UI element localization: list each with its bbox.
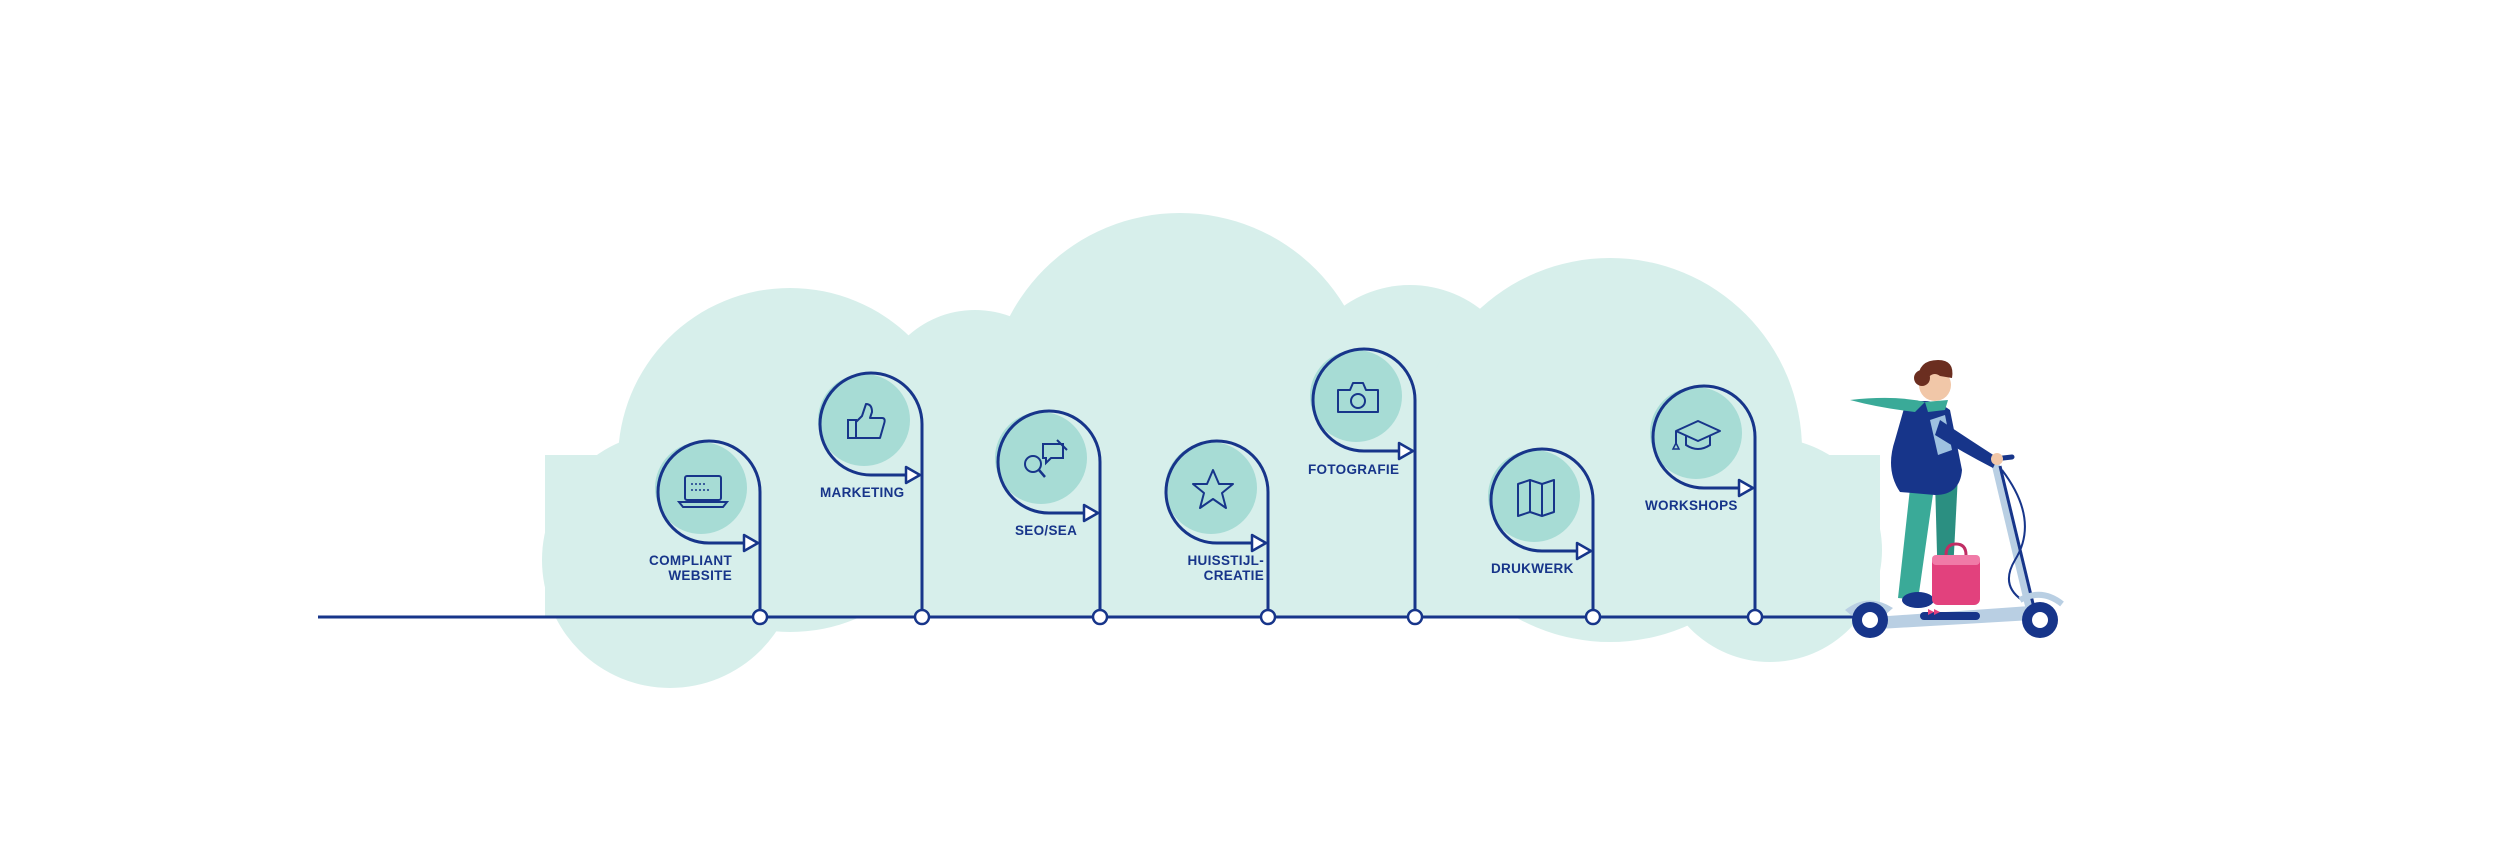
step-label-line: WORKSHOPS	[1645, 498, 1738, 513]
step-pin-outline	[818, 371, 924, 609]
step-label-drukwerk: DRUKWERK	[1491, 561, 1574, 576]
step-arrow-icon	[904, 465, 922, 485]
step-fotografie	[1310, 347, 1424, 626]
scooter-rider-illustration	[1845, 360, 2064, 638]
timeline-node	[1406, 608, 1424, 626]
step-workshops	[1650, 384, 1764, 626]
step-icon-background	[1165, 442, 1257, 534]
step-icon-background	[1650, 387, 1742, 479]
step-icon-background	[818, 374, 910, 466]
timeline-node	[1091, 608, 1109, 626]
star-icon	[1192, 469, 1234, 509]
step-label-line: COMPLIANT	[649, 553, 732, 568]
thumbs-up-icon	[847, 403, 886, 439]
step-icon-background	[655, 442, 747, 534]
step-arrow-icon	[1082, 503, 1100, 523]
step-label-marketing: MARKETING	[820, 485, 904, 500]
step-icon-background	[995, 412, 1087, 504]
step-label-line: HUISSTIJL-	[1187, 553, 1264, 568]
timeline-node	[1259, 608, 1277, 626]
graduation-cap-icon	[1671, 420, 1721, 450]
step-label-line: CREATIE	[1203, 568, 1264, 583]
timeline-node	[751, 608, 769, 626]
step-pin-outline	[1311, 347, 1417, 609]
step-pin-outline	[1489, 447, 1595, 609]
step-compliant-website	[655, 439, 769, 626]
step-arrow-icon	[742, 533, 760, 553]
step-arrow-icon	[1250, 533, 1268, 553]
step-huisstijl-creatie	[1164, 439, 1277, 626]
search-chat-icon	[1024, 439, 1068, 478]
timeline-node	[1746, 608, 1764, 626]
step-pin-outline	[656, 439, 762, 609]
step-label-line: MARKETING	[820, 485, 905, 500]
step-icon-background	[1310, 350, 1402, 442]
step-icon-background	[1488, 450, 1580, 542]
map-icon	[1517, 479, 1555, 517]
step-label-line: FOTOGRAFIE	[1308, 462, 1400, 477]
step-drukwerk	[1488, 447, 1602, 626]
laptop-icon	[676, 475, 730, 508]
timeline-node	[913, 608, 931, 626]
step-label-workshops: WORKSHOPS	[1645, 498, 1738, 513]
step-label-line: WEBSITE	[668, 568, 732, 583]
step-seo-sea	[995, 409, 1109, 626]
step-pin-outline	[996, 409, 1102, 609]
step-arrow-icon	[1737, 478, 1755, 498]
step-label-huisstijl-creatie: HUISSTIJL-CREATIE	[1187, 553, 1264, 583]
step-arrow-icon	[1397, 441, 1415, 461]
camera-icon	[1337, 382, 1379, 413]
step-label-fotografie: FOTOGRAFIE	[1308, 462, 1399, 477]
step-pin-outline	[1164, 439, 1270, 609]
step-label-line: SEO/SEA	[1015, 523, 1078, 538]
step-arrow-icon	[1575, 541, 1593, 561]
step-marketing	[818, 371, 931, 626]
step-label-seo-sea: SEO/SEA	[1015, 523, 1077, 538]
timeline-node	[1584, 608, 1602, 626]
step-pin-outline	[1651, 384, 1757, 609]
step-label-line: DRUKWERK	[1491, 561, 1574, 576]
